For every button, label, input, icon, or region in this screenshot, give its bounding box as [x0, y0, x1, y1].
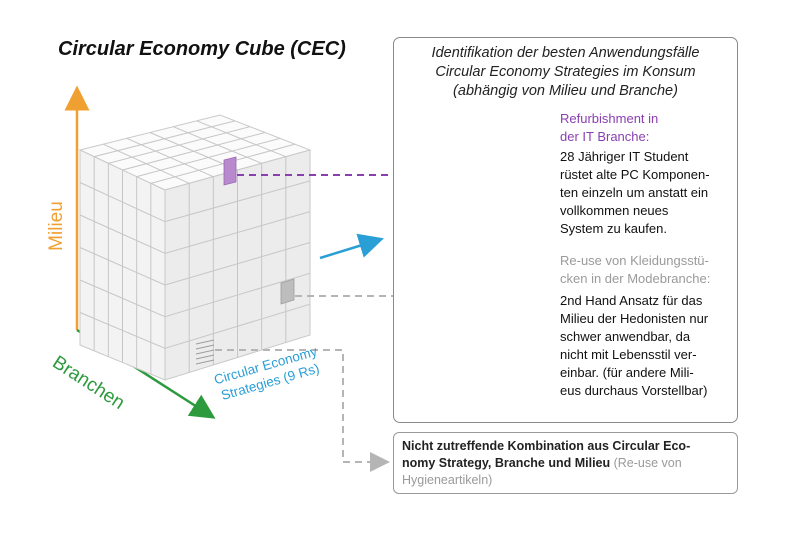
grey-cell [280, 278, 295, 305]
example2-text-line6: eus durchaus Vorstellbar) [560, 383, 708, 398]
diagram-title: Circular Economy Cube (CEC) [58, 38, 346, 60]
bottom-grey-line2: (Re-use von [610, 456, 682, 470]
bottom-grey-line3: Hygieneartikeln) [402, 473, 493, 487]
example2-text-line5: einbar. (für andere Mili- [560, 365, 694, 380]
example1-text-line5: System zu kaufen. [560, 221, 667, 236]
strategies-axis [319, 233, 384, 260]
example2-text-line1: 2nd Hand Ansatz für das [560, 293, 703, 308]
example2-label: Re-use von Kleidungsstü- cken in der Mod… [560, 252, 710, 288]
hatch-connector [215, 349, 390, 472]
example1-text-line2: rüstet alte PC Komponen- [560, 167, 710, 182]
cec-cube [78, 114, 312, 381]
example1-label: Refurbishment in der IT Branche: [560, 110, 658, 146]
example2-text-line3: schwer anwendbar, da [560, 329, 691, 344]
example2-text-line4: nicht mit Lebensstil ver- [560, 347, 697, 362]
example2-text: 2nd Hand Ansatz für das Milieu der Hedon… [560, 292, 708, 400]
panel-heading: Identifikation der besten Anwendungsfäll… [394, 44, 737, 101]
cube-grid-line [196, 120, 287, 158]
non-applicable-box: Nicht zutreffende Kombination aus Circul… [393, 432, 738, 494]
example2-label-line2: cken in der Modebranche: [560, 271, 711, 286]
bottom-bold-line2: nomy Strategy, Branche und Milieu [402, 456, 611, 470]
example1-text-line4: vollkommen neues [560, 203, 669, 218]
example2-label-line1: Re-use von Kleidungsstü- [560, 253, 709, 268]
panel-heading-line2: Circular Economy Strategies im Konsum [435, 64, 696, 80]
purple-cell [223, 156, 237, 186]
cube-grid-line [79, 312, 166, 349]
example1-label-line1: Refurbishment in [560, 111, 659, 126]
example1-label-line2: der IT Branche: [560, 129, 650, 144]
example2-text-line2: Milieu der Hedonisten nur [560, 311, 709, 326]
example1-text-line1: 28 Jähriger IT Student [560, 149, 689, 164]
use-case-panel: Identifikation der besten Anwendungsfäll… [393, 37, 738, 423]
bottom-bold-line1: Nicht zutreffende Kombination aus Circul… [402, 439, 691, 453]
panel-heading-line3: (abhängig von Milieu und Branche) [453, 83, 678, 99]
cube-grid-line [164, 303, 311, 349]
example1-text-line3: ten einzeln um anstatt ein [560, 185, 709, 200]
panel-heading-line1: Identifikation der besten Anwendungsfäll… [431, 45, 700, 61]
milieu-axis-label: Milieu [46, 201, 67, 251]
hatched-cell [195, 339, 215, 365]
example1-text: 28 Jähriger IT Student rüstet alte PC Ko… [560, 148, 710, 238]
